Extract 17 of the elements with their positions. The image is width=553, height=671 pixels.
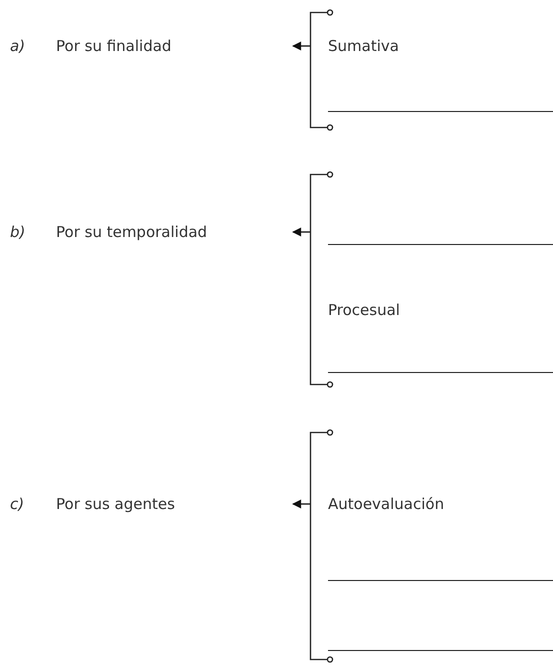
fill-in-line bbox=[328, 650, 553, 651]
category-label: Por sus agentes bbox=[56, 494, 175, 515]
item-letter: b) bbox=[10, 222, 26, 243]
option-label: Sumativa bbox=[328, 36, 399, 57]
fill-in-line bbox=[328, 111, 553, 112]
item-letter: a) bbox=[10, 36, 26, 57]
category-label: Por su temporalidad bbox=[56, 222, 208, 243]
option-label: Procesual bbox=[328, 300, 400, 321]
arrow bbox=[292, 42, 310, 50]
fill-in-line bbox=[328, 580, 553, 581]
arrow bbox=[292, 228, 310, 236]
fill-in-line bbox=[328, 244, 553, 245]
fill-in-line bbox=[328, 372, 553, 373]
item-letter: c) bbox=[10, 494, 24, 515]
category-label: Por su finalidad bbox=[56, 36, 172, 57]
option-label: Autoevaluación bbox=[328, 494, 444, 515]
arrow bbox=[292, 500, 310, 508]
